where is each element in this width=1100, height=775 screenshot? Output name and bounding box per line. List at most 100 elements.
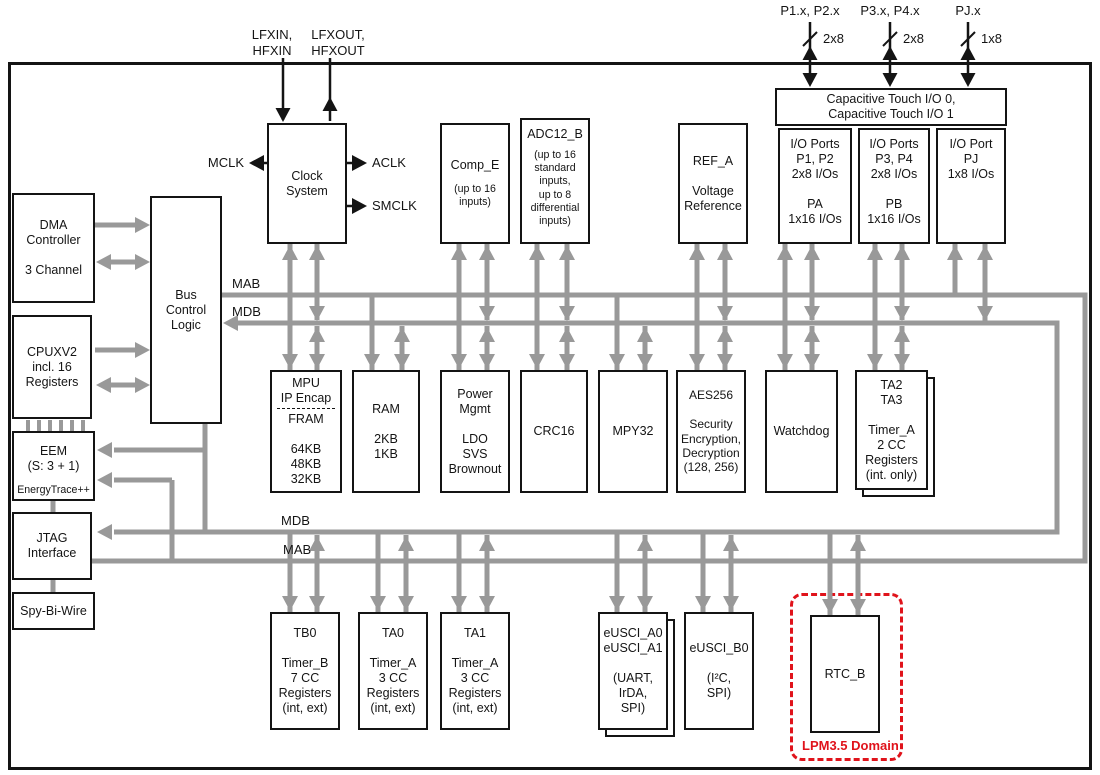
arrowhead [723,596,739,611]
arrowhead [867,354,883,369]
pin-label-p3-p4: P3.x, P4.x [860,3,920,18]
arrowhead [282,596,298,611]
arrowhead [804,327,820,342]
pin-label-pj: PJ.x [955,3,981,18]
arrowhead [529,354,545,369]
block-ref-a: REF_A Voltage Reference [678,123,748,244]
block-eem-title: EEM (S: 3 + 1) [27,443,80,473]
block-crc16: CRC16 [520,370,588,493]
arrowhead [609,354,625,369]
lpm35-domain-label: LPM3.5 Domain [802,738,899,753]
arrowhead [882,46,898,60]
bus-label-mdb-top: MDB [232,304,261,319]
block-comp-e-title: Comp_E [450,157,500,172]
signal-label-mclk: MCLK [207,155,244,170]
arrowhead [637,596,653,611]
arrowhead [96,254,111,270]
arrowhead [96,377,111,393]
arrowhead [97,442,112,458]
block-adc12-b-sub: (up to 16 standard inputs, up to 8 diffe… [530,149,580,228]
arrowhead [451,354,467,369]
arrowhead [479,306,495,321]
arrowhead [97,472,112,488]
block-dma-controller: DMA Controller 3 Channel [12,193,95,303]
arrowhead [479,245,495,260]
arrowhead [322,97,338,111]
block-cap-touch: Capacitive Touch I/O 0, Capacitive Touch… [775,88,1007,126]
arrowhead [850,599,866,614]
arrowhead [894,245,910,260]
lpm35-domain-outline: LPM3.5 Domain [790,593,903,761]
arrowhead [804,245,820,260]
arrowhead [309,354,325,369]
arrowhead [802,73,818,87]
arrowhead [802,46,818,60]
arrowhead [529,245,545,260]
arrowhead [135,217,150,233]
block-eem-footer: EnergyTrace++ [17,484,90,497]
arrowhead [352,155,367,171]
block-eusci-a: eUSCI_A0 eUSCI_A1 (UART, IrDA, SPI) [598,612,668,730]
pin-label-lfxout: LFXOUT, HFXOUT [311,27,365,58]
pin-label-p1-p2: P1.x, P2.x [780,3,840,18]
arrowhead [609,596,625,611]
arrowhead [398,596,414,611]
block-io-port-pj: I/O Port PJ 1x8 I/Os [936,128,1006,244]
block-eem: EEM (S: 3 + 1) EnergyTrace++ [12,431,95,501]
wire [802,31,818,47]
arrowhead [135,342,150,358]
block-ta0: TA0 Timer_A 3 CC Registers (int, ext) [358,612,428,730]
arrowhead [559,306,575,321]
signal-label-aclk: ACLK [372,155,406,170]
block-rtc-b: RTC_B [810,615,880,733]
block-mpu-fram: MPU IP Encap FRAM 64KB 48KB 32KB [270,370,342,493]
arrowhead [947,245,963,260]
arrowhead [479,596,495,611]
block-clock-system: Clock System [267,123,347,244]
arrowhead [850,536,866,551]
arrowhead [370,596,386,611]
arrowhead [637,536,653,551]
arrowhead [451,596,467,611]
arrowhead [804,306,820,321]
block-watchdog: Watchdog [765,370,838,493]
bus-label-mab-bottom: MAB [283,542,312,557]
signal-label-smclk: SMCLK [372,198,417,213]
arrowhead [637,354,653,369]
arrowhead [97,524,112,540]
arrowhead [309,245,325,260]
block-io-ports-p3-p4: I/O Ports P3, P4 2x8 I/Os PB 1x16 I/Os [858,128,930,244]
block-mpu-title: MPU IP Encap [276,376,336,409]
arrowhead [777,354,793,369]
arrowhead [275,108,291,122]
arrowhead [894,354,910,369]
pin-label-lfxin: LFXIN, HFXIN [251,27,293,58]
arrowhead [559,327,575,342]
block-adc12-b: ADC12_B (up to 16 standard inputs, up to… [520,118,590,244]
arrowhead [960,73,976,87]
arrowhead [894,306,910,321]
block-bus-control-logic: Bus Control Logic [150,196,222,424]
arrowhead [894,327,910,342]
bus-width-p12: 2x8 [823,31,844,46]
block-mpy32: MPY32 [598,370,668,493]
arrowhead [777,245,793,260]
arrowhead [135,377,150,393]
block-comp-e-sub: (up to 16 inputs) [454,182,496,208]
arrowhead [352,198,367,214]
arrowhead [689,354,705,369]
arrowhead [451,245,467,260]
wire [882,31,898,47]
arrowhead [822,599,838,614]
arrowhead [559,354,575,369]
arrowhead [717,306,733,321]
arrowhead [309,596,325,611]
arrowhead [804,354,820,369]
bus-width-pj: 1x8 [981,31,1002,46]
arrowhead [717,327,733,342]
arrowhead [394,327,410,342]
arrowhead [882,73,898,87]
arrowhead [717,354,733,369]
